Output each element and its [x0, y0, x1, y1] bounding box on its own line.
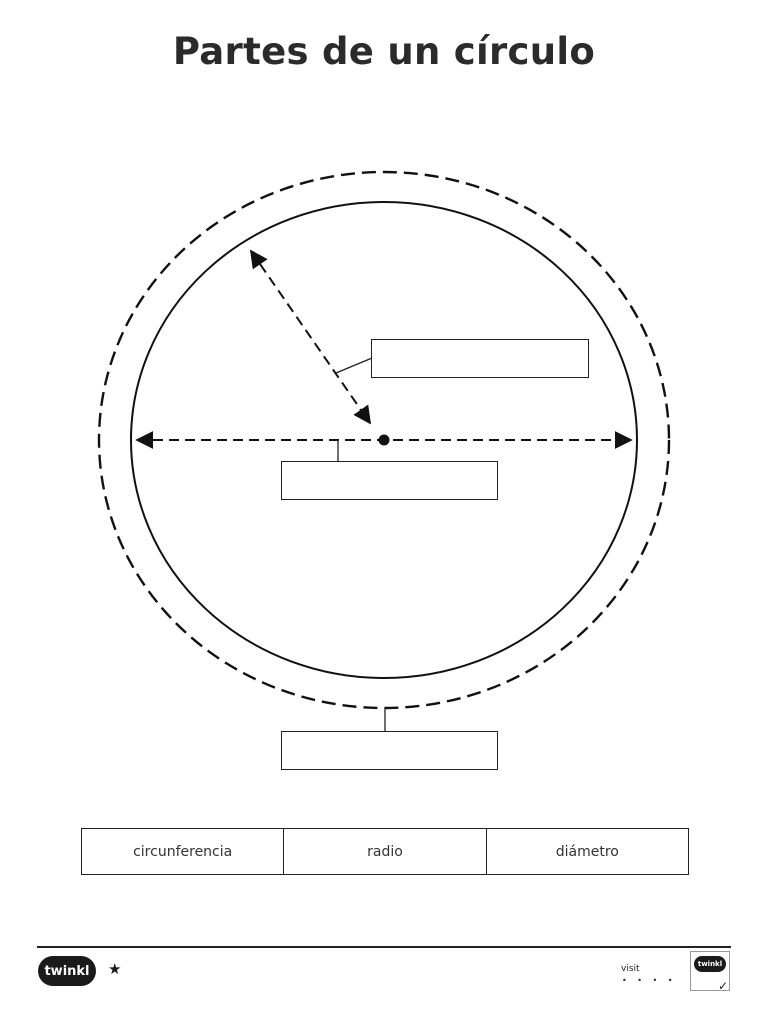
- page-title: Partes de un círculo: [172, 30, 596, 73]
- word-bank-item-diametro[interactable]: diámetro: [485, 829, 688, 874]
- diameter-answer-box[interactable]: [281, 461, 498, 500]
- circumference-dashed-outline: [97, 170, 671, 710]
- circle-solid-outline: [130, 201, 638, 679]
- visit-text: visit: [621, 964, 640, 974]
- word-bank-item-radio[interactable]: radio: [283, 829, 485, 874]
- word-bank-item-circunferencia[interactable]: circunferencia: [133, 843, 233, 860]
- badge-logo-icon: twinkl: [694, 956, 726, 972]
- star-icon: ★: [108, 960, 122, 978]
- visit-dots: • • • •: [622, 976, 677, 985]
- twinkl-badge-icon: twinkl ✓: [690, 951, 730, 993]
- radius-answer-box[interactable]: [371, 339, 589, 378]
- radius-arrow: [249, 249, 372, 425]
- check-icon: ✓: [717, 979, 728, 993]
- circumference-answer-box[interactable]: [281, 731, 498, 770]
- twinkl-logo-icon: twinkl: [38, 956, 96, 986]
- footer-divider: [37, 946, 731, 948]
- center-point: [378, 434, 390, 446]
- word-bank: circunferencia radio diámetro: [81, 828, 689, 875]
- radius-label-connector: [335, 357, 373, 374]
